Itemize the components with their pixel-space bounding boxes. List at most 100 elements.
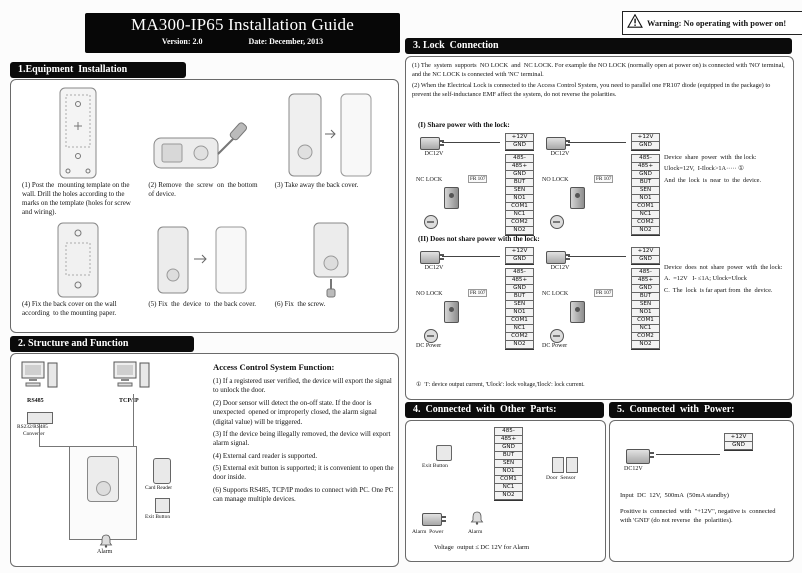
noshare-note-line1: Device does not share power with the loc… [664,264,783,271]
alarm-label: Alarm [97,549,113,555]
power-input-note: Input DC 12V, 500mA (50mA standby) [620,492,729,499]
document-date: Date: December, 2013 [248,37,324,46]
install-step-4: (4) Fix the back cover on the wall accor… [15,219,141,318]
terminal-cell: NO2 [505,226,534,235]
step3-back-cover-illustration [281,84,381,180]
function-item: (3) If the device being illegally remove… [213,429,393,448]
lock-connection-intro: (1) The system supports NO LOCK and NC L… [412,61,786,100]
share-note-line2: Ulock=12V, I-Ilock>1A····· ① [664,165,744,173]
motor-icon [424,329,438,343]
share-note-line1: Device share power with the lock: [664,154,757,161]
section2-title-bar: 2. Structure and Function [10,336,194,352]
install-step-3: (3) Take away the back cover. [268,84,394,217]
section2-panel: RS485 TCP/IP RS232/RS485 Converter Card … [10,353,399,567]
step4-caption: (4) Fix the back cover on the wall accor… [22,300,119,318]
warning-box: Warning: No operating with power on! [622,11,802,35]
step2-screw-removal-illustration [148,84,260,180]
section1-panel: (1) Post the mounting template on the wa… [10,79,399,333]
door-sensor-label: Door Sensor [546,475,576,481]
exit-button-icon [155,498,170,513]
dc-power-label: DC Power [416,343,442,349]
alarm-power-label: Alarm Power [412,529,444,535]
card-reader-icon [153,458,171,484]
terminal-cell: NO2 [631,226,660,235]
step3-caption: (3) Take away the back cover. [274,181,359,189]
terminal-cell: GND [505,141,534,150]
diode-label: FR 107 [468,175,488,183]
install-step-6: (6) Fix the screw. [268,219,394,318]
terminal-cell: GND [631,255,660,264]
computer-icon [21,360,61,399]
motor-icon [424,215,438,229]
lock-type-label: NO LOCK [542,177,569,183]
card-reader-label: Card Reader [145,485,173,491]
lock-type-label: NO LOCK [416,291,443,297]
terminal-cell: NO2 [631,340,660,349]
wire [442,142,500,143]
converter-icon [27,412,53,424]
step6-fix-screw-illustration [296,219,366,299]
dc-plug-icon [420,137,444,150]
document-meta: Version: 2.0 Date: December, 2013 [85,37,400,46]
function-item: (4) External card reader is supported. [213,451,318,460]
share-power-title: (I) Share power with the lock: [418,121,510,129]
computer-icon [113,360,153,399]
terminal-cell: NO2 [505,340,534,349]
alarm-bell-icon [99,534,113,553]
access-device-icon [87,456,119,502]
share-note-line3: And the lock is near to the device. [664,176,762,184]
lock-icon [570,187,585,209]
document-header: MA300-IP65 Installation Guide Version: 2… [85,13,400,53]
wire [133,394,134,446]
step1-caption: (1) Post the mounting template on the wa… [22,181,133,217]
no-share-power-note: Device does not share power with the loc… [664,263,790,297]
document-title: MA300-IP65 Installation Guide [131,15,354,34]
dc-plug-icon [546,137,570,150]
terminal-cell: GND [505,255,534,264]
power-label: DC12V [550,151,570,157]
function-list: Access Control System Function: (1) If a… [213,362,395,508]
exit-button-label: Exit Button [422,463,448,469]
section4-title-bar: 4. Connected with Other Parts: [405,402,604,418]
intro-paragraphs: (1) The system supports NO LOCK and NC L… [412,61,786,99]
power-polarity-note: Positive is connected with "+12V", negat… [620,508,778,525]
step4-wall-cover-illustration [48,219,108,299]
door-sensor-icon [566,457,578,473]
alarm-power-plug-icon [422,513,446,526]
tcpip-label: TCP/IP [119,398,139,404]
noshare-note-line3: C. The lock is far apart from the device… [664,286,773,294]
terminal-cell: GND [724,441,753,450]
step5-attach-device-illustration [152,219,256,299]
no-share-power-title: (II) Does not share power with the lock: [418,235,540,243]
wire [442,256,500,257]
alarm-label: Alarm [468,529,483,535]
exit-button-icon [436,445,452,461]
function-list-title: Access Control System Function: [213,362,335,372]
converter-label-line1: RS232/RS485 [17,424,48,430]
function-item: (2) Door sensor will detect the on-off s… [213,398,379,426]
section5-title-bar: 5. Connected with Power: [609,402,792,418]
converter-label-line2: Converter [23,431,45,437]
alarm-bell-icon [470,511,484,530]
install-step-5: (5) Fix the device to the back cover. [141,219,267,318]
section1-title-bar: 1.Equipment Installation [10,62,186,78]
function-item: (6) Supports RS485, TCP/IP modes to conn… [213,485,396,504]
diode-label: FR 107 [594,289,614,297]
lock-icon [444,301,459,323]
door-sensor-icon [552,457,564,473]
